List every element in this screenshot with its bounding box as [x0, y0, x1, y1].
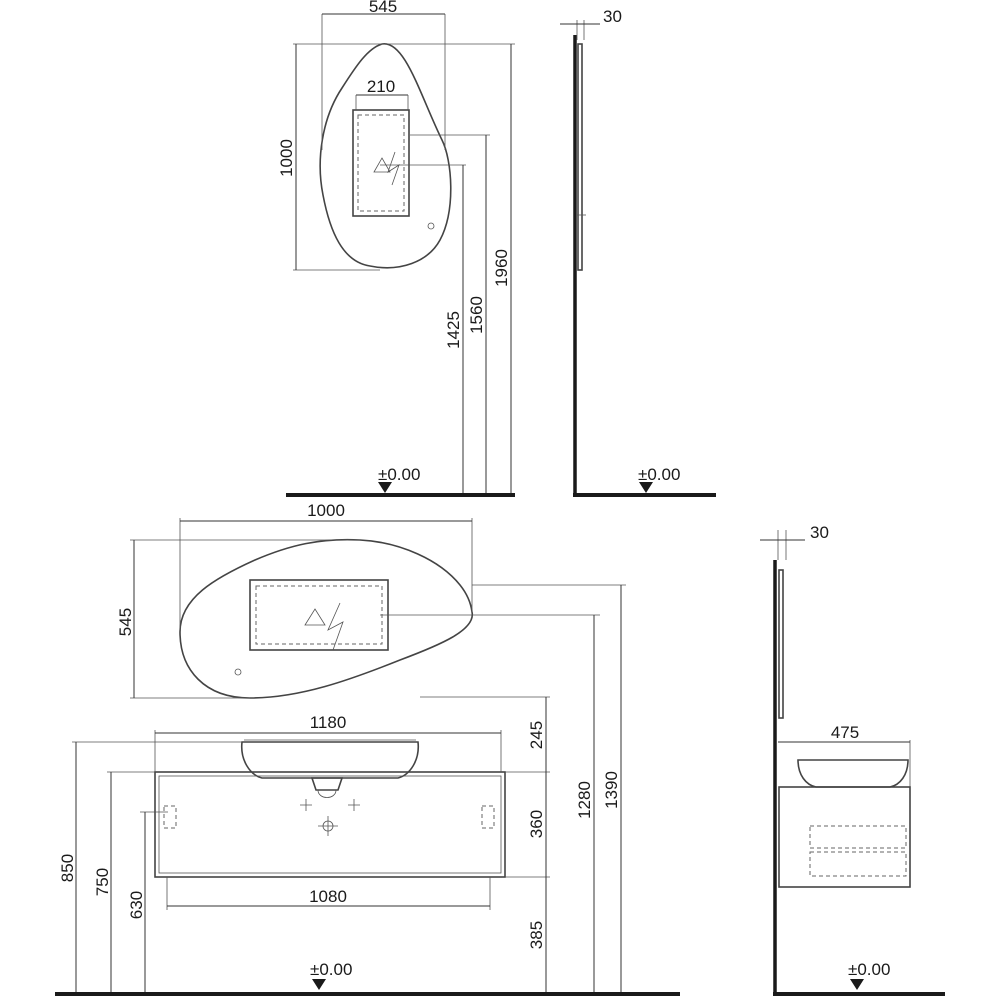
mirror-inner-panel-dashed	[357, 114, 405, 212]
dim-side-depth-475: 475	[831, 723, 859, 742]
basin	[240, 741, 420, 779]
level-marker	[312, 979, 326, 990]
drain	[310, 777, 344, 791]
dim-floor-gap: 385	[527, 921, 546, 949]
cabinet-side	[778, 786, 911, 888]
dim-mirror-depth: 30	[603, 7, 622, 26]
level-label-bottom-side: ±0.00	[848, 960, 890, 979]
basin-side	[797, 759, 909, 788]
dim-h1390: 1390	[602, 771, 621, 809]
dim-h1560: 1560	[467, 296, 486, 334]
dim-h1960: 1960	[492, 249, 511, 287]
hanger-right	[481, 805, 495, 829]
dim-h750: 750	[93, 868, 112, 896]
mirror-side-profile	[577, 43, 583, 271]
dim-mirror-height: 1000	[277, 139, 296, 177]
sensor-dot	[427, 222, 435, 230]
front-view-vertical-mirror: 545 210 1000 1425 1560 1960 ±0.00	[277, 0, 515, 497]
cabinet-body	[154, 771, 506, 878]
level-marker	[378, 482, 392, 493]
dim-h1280: 1280	[575, 781, 594, 819]
dim-mirror-wide-width: 1000	[307, 501, 345, 520]
front-view-horizontal-mirror: 1000 545	[116, 501, 473, 699]
mirror-outline	[319, 43, 452, 269]
warning-symbol	[304, 602, 344, 651]
mirror-side-profile	[778, 569, 784, 719]
side-view-vertical-mirror: 30 ±0.00	[560, 7, 716, 497]
level-label-top-side: ±0.00	[638, 465, 680, 484]
level-marker	[639, 482, 653, 493]
drawer-dashed-2	[809, 851, 907, 877]
hanger-left	[163, 805, 177, 829]
mirror-inner-panel	[352, 109, 410, 217]
dim-side-depth-30: 30	[810, 523, 829, 542]
siphon	[317, 789, 337, 798]
warning-symbol	[373, 151, 400, 186]
level-label-bottom-front: ±0.00	[310, 960, 352, 979]
dim-cabinet-height: 360	[527, 810, 546, 838]
dim-h1425: 1425	[444, 311, 463, 349]
dim-panel-width: 210	[367, 77, 395, 96]
mirror-outline	[179, 538, 473, 699]
dim-basin-height: 245	[527, 721, 546, 749]
level-label-top-front: ±0.00	[378, 465, 420, 484]
level-marker	[850, 979, 864, 990]
front-view-vanity: 1180 1080 245 360 385 1280 1390 850 750 …	[55, 584, 680, 996]
side-view-vanity: 30 475 ±0.00	[760, 523, 945, 996]
drawer-dashed-1	[809, 825, 907, 849]
sensor-dot	[234, 668, 242, 676]
fixing-crosses	[300, 799, 360, 836]
dim-mirror-width: 545	[369, 0, 397, 16]
dim-mirror-wide-height: 545	[116, 608, 135, 636]
cabinet-inner	[158, 775, 502, 874]
dim-inner-width: 1080	[309, 887, 347, 906]
dim-h850: 850	[58, 854, 77, 882]
dim-counter-width: 1180	[310, 713, 347, 732]
dim-h630: 630	[127, 891, 146, 919]
